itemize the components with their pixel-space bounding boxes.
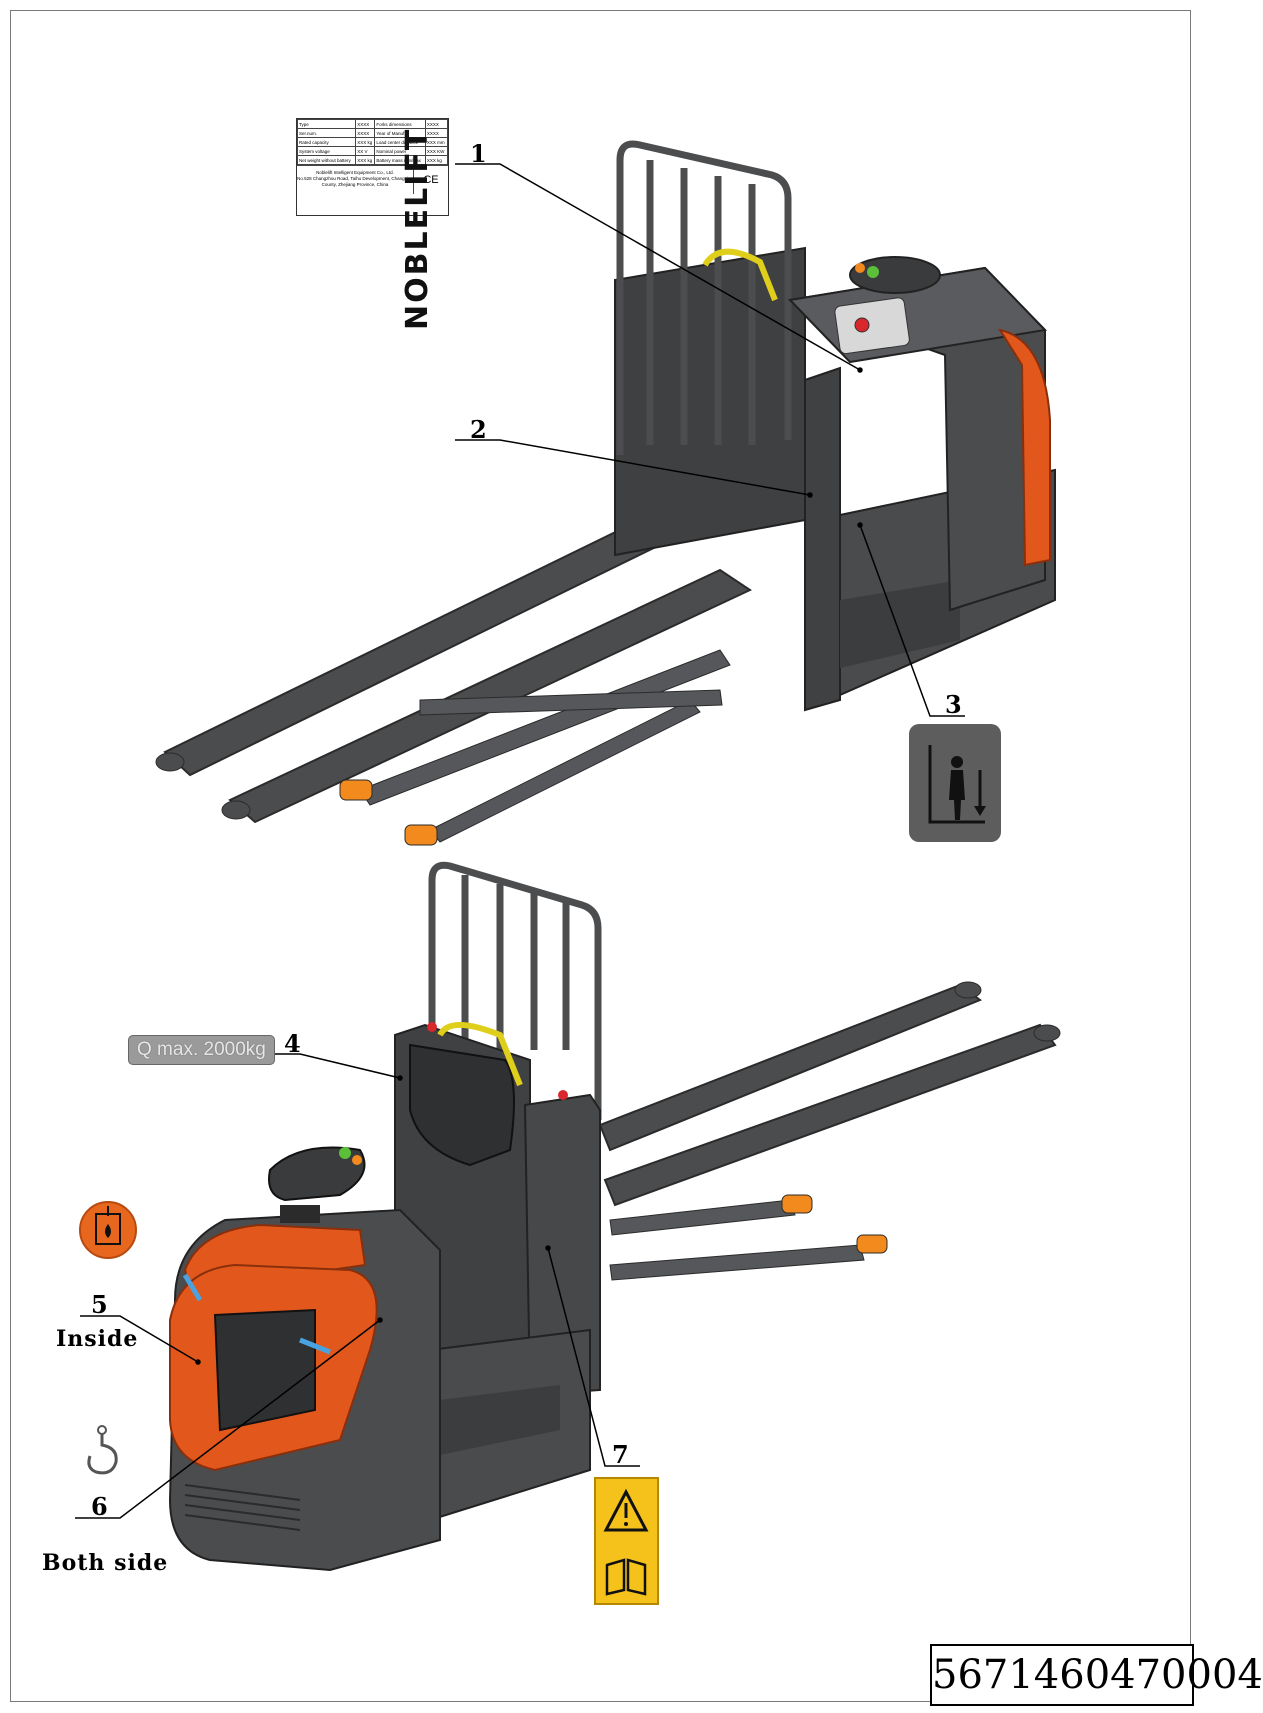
tiller-head	[849, 256, 941, 294]
brand-decal: NOBLELIFT	[400, 127, 435, 330]
nameplate-maker: Noblelift Intelligent Equipment Co., Ltd…	[316, 170, 394, 175]
callout-7: 7	[612, 1440, 629, 1469]
tiller-head-bottom	[268, 1146, 366, 1202]
note-inside: Inside	[56, 1326, 139, 1352]
note-both-side: Both side	[42, 1550, 169, 1576]
drawing-frame	[10, 10, 1191, 1702]
roller-left	[339, 779, 373, 801]
document-number: 5671460470004	[930, 1644, 1263, 1706]
bottom-truck	[168, 861, 1061, 1572]
leader-lines-bottom	[75, 1053, 640, 1519]
overhead-guard-bottom	[428, 861, 602, 1120]
pictogram-battery-fluid	[79, 1201, 137, 1259]
pictogram-platform-lift	[909, 724, 1001, 842]
control-panel	[834, 297, 910, 355]
top-bumper	[997, 328, 1051, 567]
callout-3: 3	[945, 690, 962, 719]
callout-4: 4	[284, 1029, 301, 1058]
fork-front	[603, 1023, 1057, 1207]
fork-back	[598, 983, 983, 1152]
callout-5: 5	[91, 1290, 108, 1319]
roller-right	[404, 824, 438, 846]
pictogram-warning-manual	[594, 1477, 659, 1605]
overhead-guard	[616, 140, 792, 455]
callout-1: 1	[470, 139, 487, 168]
leader-lines-top	[455, 163, 965, 717]
callout-6: 6	[91, 1492, 108, 1521]
top-truck	[155, 140, 1056, 846]
ce-mark: CE	[423, 174, 439, 186]
nameplate-address: No.528 Changzhou Road, Taihu Development…	[297, 176, 413, 187]
capacity-decal: Q max. 2000kg	[128, 1035, 275, 1065]
backrest	[409, 1043, 515, 1167]
truck-illustrations	[75, 140, 1061, 1605]
callout-2: 2	[470, 415, 487, 444]
hook-icon	[87, 1425, 118, 1475]
